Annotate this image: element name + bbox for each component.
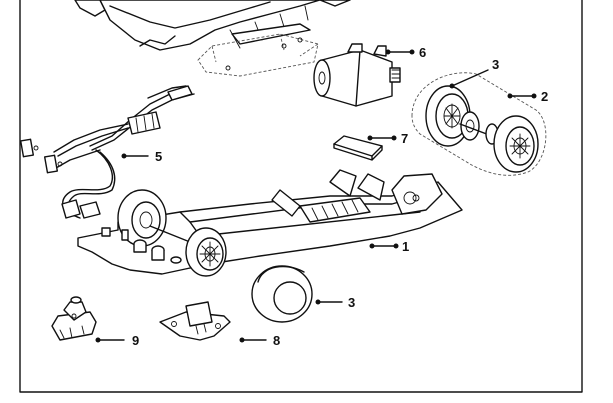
callout-5: 5 xyxy=(121,149,162,164)
guide-flag xyxy=(51,296,97,341)
callout-2: 2 xyxy=(507,89,548,104)
callout-3-bottom-label: 3 xyxy=(348,295,355,310)
callout-2-label: 2 xyxy=(541,89,548,104)
chassis xyxy=(77,169,463,277)
callout-8: 8 xyxy=(239,333,280,348)
callout-3-bottom: 3 xyxy=(315,295,355,310)
callout-3-top: 3 xyxy=(449,57,499,89)
callout-6: 6 xyxy=(385,45,426,60)
callout-8-label: 8 xyxy=(273,333,280,348)
diagram-frame xyxy=(19,0,583,393)
callout-3-top-label: 3 xyxy=(492,57,499,72)
pad xyxy=(333,135,383,161)
car-body-illustration xyxy=(74,0,351,51)
callout-5-label: 5 xyxy=(155,149,162,164)
callout-7-label: 7 xyxy=(401,131,408,146)
callout-9-label: 9 xyxy=(132,333,139,348)
motor xyxy=(313,43,401,107)
guide-plate xyxy=(159,301,231,341)
callout-6-label: 6 xyxy=(419,45,426,60)
spare-tyre xyxy=(251,265,313,323)
callout-1-label: 1 xyxy=(402,239,409,254)
wiring-harness xyxy=(19,85,195,219)
callout-9: 9 xyxy=(95,333,139,348)
callout-1: 1 xyxy=(369,239,409,254)
interior-tray-outline xyxy=(197,33,319,77)
callout-7: 7 xyxy=(367,131,408,146)
rear-axle-assembly xyxy=(411,72,547,176)
